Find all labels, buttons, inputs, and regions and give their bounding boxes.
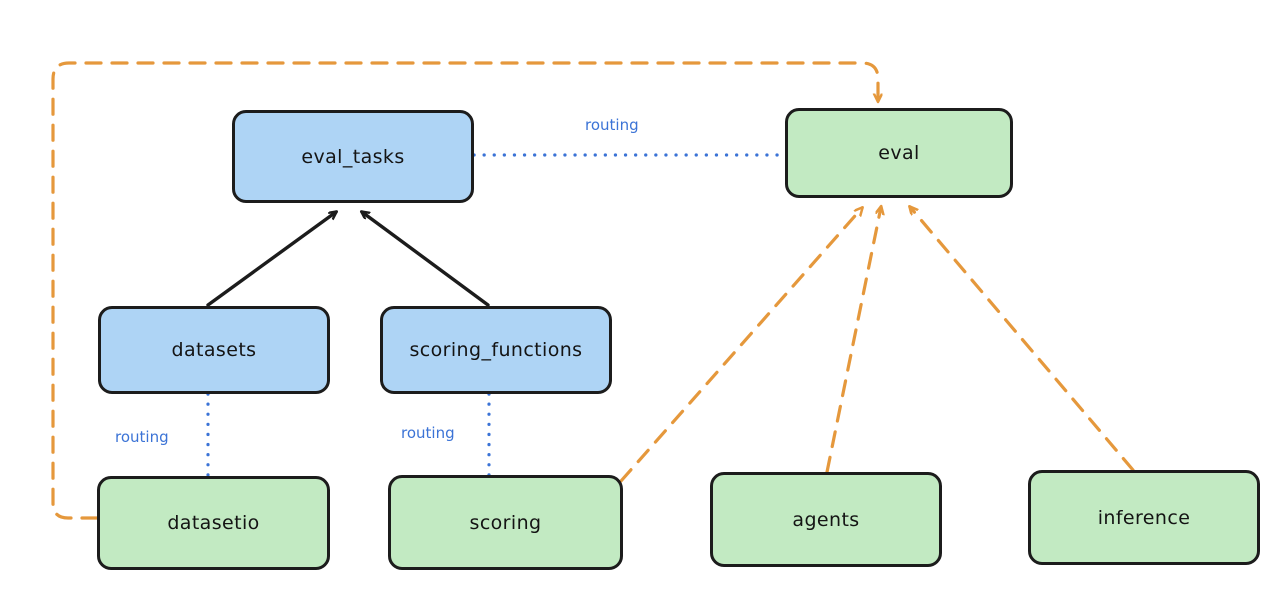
edge-inference-to-eval: [910, 207, 1135, 472]
node-eval[interactable]: eval: [785, 108, 1013, 198]
node-scoring[interactable]: scoring: [388, 475, 623, 570]
edge-datasets-to-eval-tasks: [206, 212, 336, 307]
node-label-datasets: datasets: [171, 339, 257, 361]
node-label-inference: inference: [1097, 506, 1191, 529]
node-agents[interactable]: agents: [710, 472, 942, 567]
edge-label-routing-eval-tasks-eval: routing: [582, 116, 642, 134]
node-label-eval: eval: [878, 142, 920, 164]
edge-agents-to-eval: [825, 207, 881, 474]
node-inference[interactable]: inference: [1028, 470, 1260, 565]
node-datasetio[interactable]: datasetio: [97, 476, 330, 570]
node-datasets[interactable]: datasets: [98, 306, 330, 394]
node-label-scoring: scoring: [469, 511, 542, 534]
node-label-eval-tasks: eval_tasks: [301, 145, 405, 168]
edge-label-routing-scoring-functions-scoring: routing: [398, 424, 458, 442]
node-scoring-functions[interactable]: scoring_functions: [380, 306, 612, 394]
node-label-scoring-functions: scoring_functions: [409, 339, 583, 361]
node-eval-tasks[interactable]: eval_tasks: [232, 110, 474, 203]
node-label-agents: agents: [792, 508, 860, 531]
edge-scoring-functions-to-eval-tasks: [362, 212, 490, 307]
edge-scoring-to-eval: [619, 208, 862, 483]
node-label-datasetio: datasetio: [167, 512, 260, 534]
edge-datasetio-to-eval: [51, 61, 878, 520]
edge-label-routing-datasets-datasetio: routing: [112, 428, 172, 446]
